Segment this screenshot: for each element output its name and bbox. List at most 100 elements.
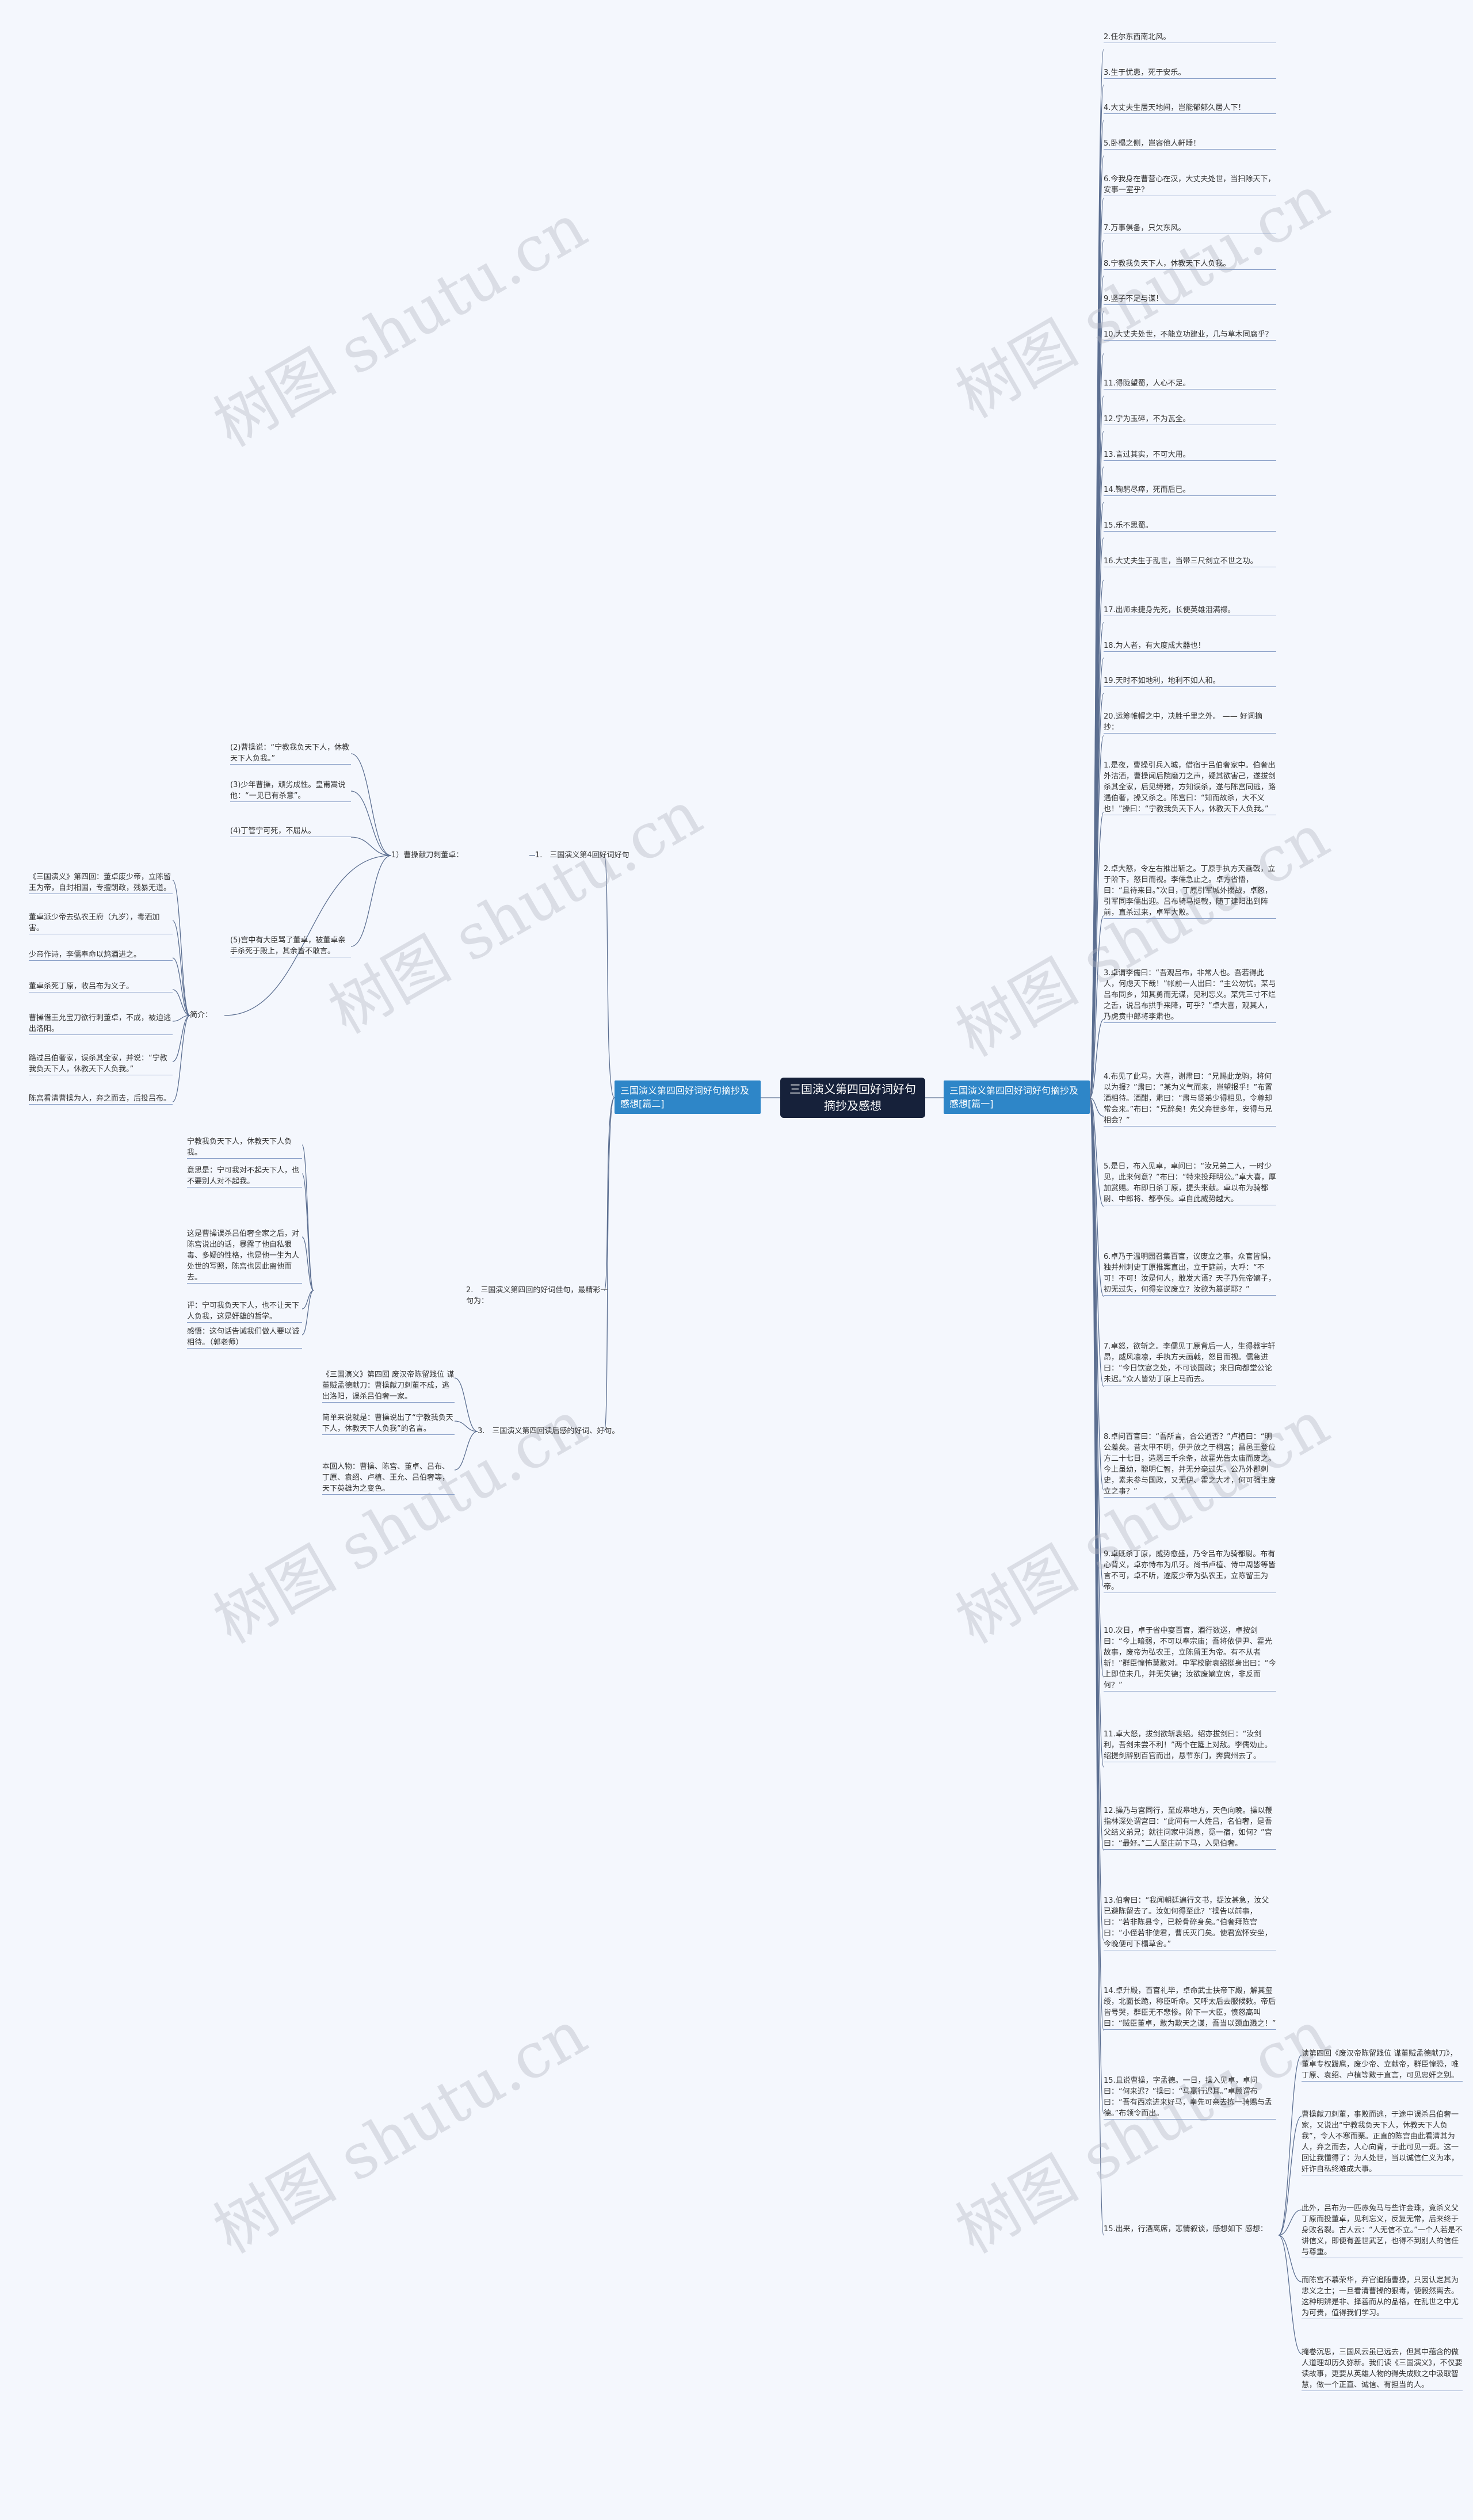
right-item[interactable]: 1.是夜，曹操引兵入城，借宿于吕伯奢家中。伯奢出外沽酒，曹操闻后院磨刀之声，疑其… (1104, 760, 1276, 816)
left-item[interactable]: (5)宫中有大臣骂了董卓，被董卓亲手杀死于殿上，其余皆不敢言。 (230, 935, 351, 957)
connector-line (350, 855, 392, 947)
right-item[interactable]: 3.卓谓李儒曰：“吾观吕布，非常人也。吾若得此人，何虑天下哉！”帐前一人出曰：“… (1104, 968, 1276, 1023)
connector-line (350, 791, 392, 856)
connector-line (1089, 1097, 1104, 1297)
connector-line (302, 1173, 314, 1291)
connector-line (454, 1421, 478, 1432)
intro-item[interactable]: 董卓杀死丁原，收吕布为义子。 (29, 981, 173, 992)
right-item[interactable]: 18.为人者，有大度成大器也！ (1104, 640, 1276, 652)
right-item[interactable]: 9.竖子不足与谋！ (1104, 293, 1276, 306)
connector-line (172, 920, 190, 1016)
left-item[interactable]: (3)少年曹操，顽劣成性。皇甫嵩说他：“一见已有杀意”。 (230, 780, 351, 802)
connector-line (350, 837, 392, 856)
connector-line (172, 1015, 190, 1102)
right-item[interactable]: 7.卓怒，欲斩之。李儒见丁原背后一人，生得器宇轩昂，威风凛凛，手执方天画戟，怒目… (1104, 1341, 1276, 1386)
left-item[interactable]: (2)曹操说：“宁教我负天下人，休教天下人负我。” (230, 742, 351, 765)
left-item[interactable]: 宁教我负天下人，休教天下人负我。 (187, 1136, 302, 1159)
left-item[interactable]: 感悟：这句话告诫我们做人要以诚相待。（郭老师） (187, 1326, 302, 1349)
intro-item[interactable]: 曹操借王允宝刀欲行刺董卓，不成，被迫逃出洛阳。 (29, 1013, 173, 1035)
reflection-paragraph[interactable]: 曹操献刀刺董，事败而逃，于途中误杀吕伯奢一家，又说出“宁教我负天下人，休教天下人… (1302, 2109, 1463, 2175)
right-item[interactable]: 11.卓大怒，拔剑欲斩袁绍。绍亦拔剑曰：“汝剑利，吾剑未尝不利！”两个在筵上对敌… (1104, 1729, 1276, 1762)
right-item[interactable]: 11.得陇望蜀，人心不足。 (1104, 378, 1276, 390)
right-item[interactable]: 15.乐不思蜀。 (1104, 520, 1276, 532)
connector-line (454, 1377, 478, 1432)
left-group-label[interactable]: 2. 三国演义第四回的好词佳句，最精彩一句为： (466, 1286, 608, 1305)
right-item[interactable]: 7.万事俱备，只欠东风。 (1104, 223, 1276, 234)
right-item-reflection[interactable]: 15.出来，行酒离席，悲情叙谈，感想如下 感想： (1104, 2224, 1276, 2235)
connector-line (1089, 1097, 1104, 1117)
connector-line (1278, 2116, 1302, 2236)
left-group-label[interactable]: 1. 三国演义第4回好词好句 (535, 851, 629, 860)
branch-label: 三国演义第四回好词好句摘抄及感想[篇二] (620, 1085, 750, 1109)
connector-line (224, 855, 392, 1016)
right-item[interactable]: 16.大丈夫生于乱世，当带三尺剑立不世之功。 (1104, 556, 1276, 567)
right-item[interactable]: 5.是日，布入见卓，卓问曰：“汝兄弟二人，一时少见，此来何意？”布曰：“特来投拜… (1104, 1161, 1276, 1206)
right-item[interactable]: 5.卧榻之侧，岂容他人鼾睡！ (1104, 138, 1276, 150)
connector-line (302, 1236, 314, 1291)
right-item[interactable]: 2.卓大怒，令左右推出斩之。丁原手执方天画戟，立于阶下，怒目而视。李儒急止之。卓… (1104, 864, 1276, 919)
right-item[interactable]: 14.卓升殿，百官礼毕，卓命武士扶帝下殿，解其玺绶，北面长跪，称臣听命。又呼太后… (1104, 1986, 1276, 2030)
right-item[interactable]: 12.宁为玉碎，不为瓦全。 (1104, 414, 1276, 425)
branch-node-left[interactable]: 三国演义第四回好词好句摘抄及感想[篇二] (615, 1080, 761, 1114)
intro-item[interactable]: 董卓派少帝去弘农王府（九岁），毒酒加害。 (29, 912, 173, 934)
connector-line (1089, 1097, 1104, 1387)
connector-line (172, 989, 190, 1016)
right-item-text: 15.出来，行酒离席，悲情叙谈，感想如下 (1104, 2225, 1245, 2233)
connector-line (1089, 1019, 1104, 1098)
right-item[interactable]: 12.操乃与宫同行，至成皋地方，天色向晚。操以鞭指林深处谓宫曰：“此间有一人姓吕… (1104, 1805, 1276, 1850)
left-item[interactable]: (4)丁管宁可死，不屈从。 (230, 826, 351, 837)
right-item[interactable]: 19.天时不如地利，地利不如人和。 (1104, 675, 1276, 688)
right-item[interactable]: 6.卓乃于温明园召集百官，议废立之事。众官皆惧，独并州刺史丁原推案直出，立于筵前… (1104, 1251, 1276, 1296)
right-item[interactable]: 10.次日，卓于省中宴百官，酒行数巡，卓按剑曰：“今上暗弱，不可以奉宗庙；吾将依… (1104, 1625, 1276, 1692)
left-item[interactable]: 本回人物：曹操、陈宫、董卓、吕布、丁原、袁绍、卢植、王允、吕伯奢等，天下英雄为之… (322, 1461, 455, 1495)
connector-line (454, 1431, 478, 1471)
reflection-paragraph[interactable]: 读第四回《废汉帝陈留践位 谋董贼孟德献刀》，董卓专权跋扈，废少帝、立献帝，群臣惶… (1302, 2048, 1463, 2082)
right-item[interactable]: 6.今我身在曹营心在汉，大丈夫处世，当扫除天下，安事一室乎？ (1104, 174, 1276, 196)
root-node[interactable]: 三国演义第四回好词好句摘抄及感想 (780, 1078, 925, 1118)
right-item[interactable]: 13.伯奢曰：“我闻朝廷遍行文书，捉汝甚急，汝父已避陈留去了。汝如何得至此？”操… (1104, 1895, 1276, 1951)
right-item[interactable]: 9.卓既杀丁原，威势愈盛，乃令吕布为骑都尉。布有心背义，卓亦恃布为爪牙。尚书卢植… (1104, 1549, 1276, 1593)
reflection-label: 感想： (1245, 2225, 1268, 2233)
right-item[interactable]: 13.言过其实，不可大用。 (1104, 449, 1276, 461)
intro-item[interactable]: 少帝作诗，李儒奉命以鸩酒进之。 (29, 949, 173, 961)
intro-item[interactable]: 路过吕伯奢家，误杀其全家，并说：“宁教我负天下人，休教天下人负我。” (29, 1053, 173, 1075)
connector-line (172, 880, 190, 1016)
branch-node-right[interactable]: 三国演义第四回好词好句摘抄及感想[篇一] (944, 1080, 1090, 1114)
connector-line (1278, 2235, 1302, 2354)
right-item[interactable]: 3.生于忧患，死于安乐。 (1104, 67, 1276, 79)
connector-line (1089, 915, 1104, 1098)
right-item[interactable]: 4.大丈夫生居天地间，岂能郁郁久居人下！ (1104, 102, 1276, 114)
right-item[interactable]: 10.大丈夫处世，不能立功建业，几与草木同腐乎？ (1104, 329, 1276, 341)
right-item[interactable]: 4.布见了此马，大喜，谢肃曰：“兄赐此龙驹，将何以为报？”肃曰：“某为义气而来，… (1104, 1071, 1276, 1127)
intro-item[interactable]: 《三国演义》第四回：董卓废少帝，立陈留王为帝，自封相国，专擅朝政，残暴无道。 (29, 872, 173, 894)
right-item[interactable]: 2.任尔东西南北风。 (1104, 32, 1276, 43)
left-item[interactable]: 意思是：宁可我对不起天下人，也不要别人对不起我。 (187, 1165, 302, 1188)
reflection-paragraph[interactable]: 掩卷沉思，三国风云虽已远去，但其中蕴含的做人道理却历久弥新。我们读《三国演义》，… (1302, 2347, 1463, 2391)
left-group-label[interactable]: 3. 三国演义第四回读后感的好词、好句。 (478, 1427, 620, 1435)
right-item[interactable]: 15.且说曹操，字孟德。一日，操入见卓，卓问曰：“何来迟？”操曰：“马羸行迟耳。… (1104, 2075, 1276, 2120)
reflection-paragraph[interactable]: 而陈宫不慕荣华，弃官追随曹操，只因认定其为忠义之士；一旦看清曹操的狠毒，便毅然离… (1302, 2275, 1463, 2319)
left-item[interactable]: 简单来说就是：曹操说出了“宁教我负天下人，休教天下人负我”的名言。 (322, 1412, 455, 1435)
reflection-paragraph[interactable]: 此外，吕布为一匹赤兔马与些许金珠，竟杀义父丁原而投董卓，见利忘义，反复无常，后来… (1302, 2203, 1463, 2258)
connector-line (172, 957, 190, 1016)
right-item[interactable]: 14.鞠躬尽瘁，死而后已。 (1104, 484, 1276, 497)
root-title: 三国演义第四回好词好句摘抄及感想 (789, 1082, 916, 1113)
intro-item[interactable]: 陈宫看清曹操为人，弃之而去，后投吕布。 (29, 1093, 173, 1105)
branch-label: 三国演义第四回好词好句摘抄及感想[篇一] (949, 1085, 1079, 1109)
right-item[interactable]: 17.出师未捷身先死，长使英雄泪满襟。 (1104, 605, 1276, 616)
right-item[interactable]: 20.运筹帷幄之中，决胜千里之外。 —— 好词摘抄： (1104, 711, 1276, 734)
connector-line (302, 1290, 314, 1309)
connector-line (604, 855, 615, 1098)
intro-label[interactable]: 简介： (190, 1011, 213, 1020)
connector-line (1089, 1097, 1104, 1207)
left-item[interactable]: 评：宁可我负天下人，也不让天下人负我，这是奸雄的哲学。 (187, 1300, 302, 1323)
left-subgroup-label[interactable]: 1）曹操献刀刺董卓： (391, 851, 464, 860)
left-item[interactable]: 《三国演义》第四回 废汉帝陈留践位 谋董贼孟德献刀：曹操献刀刺董不成，逃出洛阳，… (322, 1369, 455, 1403)
left-item[interactable]: 这是曹操误杀吕伯奢全家之后，对陈宫说出的话，暴露了他自私狠毒、多疑的性格，也是他… (187, 1228, 302, 1284)
connector-line (350, 753, 392, 856)
connector-line (1278, 2209, 1302, 2236)
right-item[interactable]: 8.宁教我负天下人，休教天下人负我。 (1104, 258, 1276, 270)
connector-line (1089, 1097, 1104, 2236)
right-item[interactable]: 8.卓问百官曰：“吾所言，合公道否？”卢植曰：“明公差矣。昔太甲不明，伊尹放之于… (1104, 1431, 1276, 1498)
